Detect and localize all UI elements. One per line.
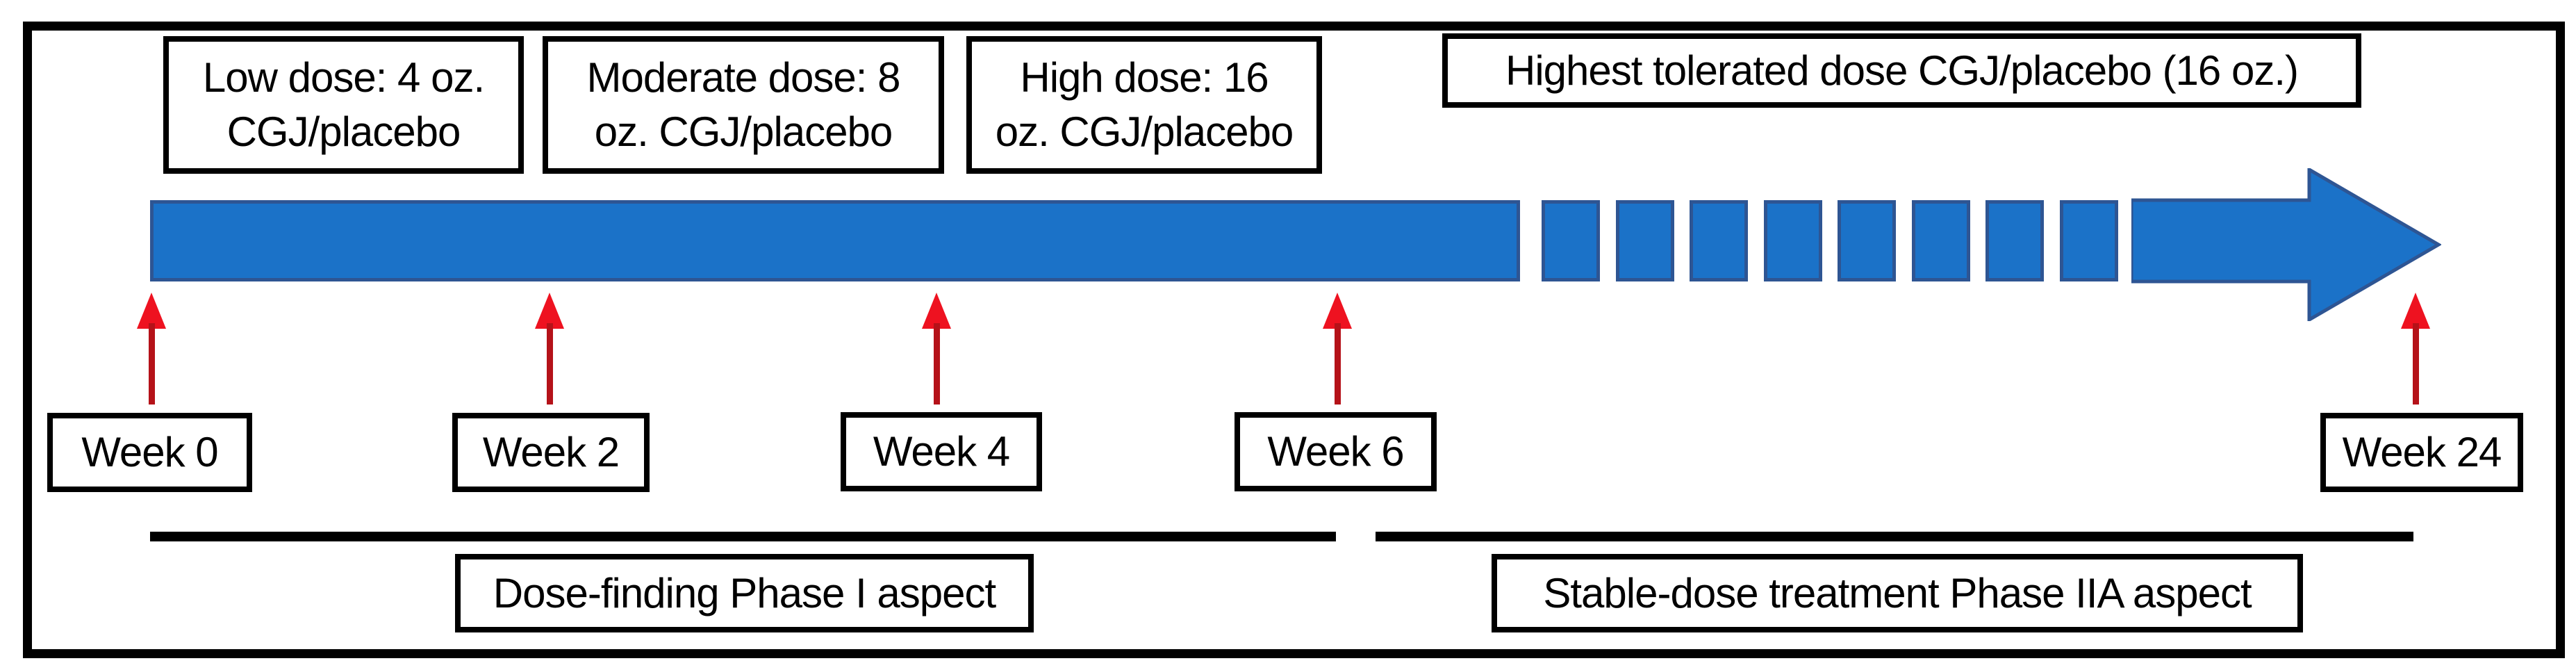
week-0-label-box: Week 0: [47, 413, 252, 492]
timeline-dash-segment: [1912, 200, 1970, 281]
week-2-label-box: Week 2: [452, 413, 650, 492]
timeline-dash-segment: [1542, 200, 1600, 281]
red-arrowhead: [922, 293, 951, 329]
red-arrow-stem: [933, 323, 940, 405]
dose-box-moderate: Moderate dose: 8 oz. CGJ/placebo: [543, 36, 944, 174]
timeline-dash-segment: [1616, 200, 1674, 281]
week-4-marker-arrow-icon: [920, 293, 953, 405]
timeline-dash-segment: [1985, 200, 2044, 281]
timeline-dash-segment: [1838, 200, 1896, 281]
phase-2a-label-box: Stable-dose treatment Phase IIA aspect: [1492, 554, 2303, 632]
timeline-dash-segment: [1764, 200, 1822, 281]
red-arrow-stem: [148, 323, 155, 405]
red-arrowhead: [535, 293, 564, 329]
diagram-outer-border: [23, 22, 2565, 658]
week-24-marker-arrow-icon: [2399, 293, 2432, 405]
timeline-arrowhead-icon: [2131, 168, 2441, 321]
dose-box-high: High dose: 16 oz. CGJ/placebo: [966, 36, 1322, 174]
week-0-marker-arrow-icon: [135, 293, 168, 405]
phase-1-span-bar: [150, 532, 1336, 541]
week-24-label-box: Week 24: [2320, 413, 2523, 492]
red-arrow-stem: [2412, 323, 2419, 405]
red-arrow-stem: [1334, 323, 1341, 405]
timeline-solid-bar: [150, 200, 1520, 281]
week-6-label-box: Week 6: [1235, 412, 1437, 491]
red-arrow-stem: [546, 323, 553, 405]
timeline-dash-segment: [1690, 200, 1748, 281]
timeline-dash-segment: [2060, 200, 2118, 281]
week-2-marker-arrow-icon: [533, 293, 566, 405]
dose-box-low: Low dose: 4 oz. CGJ/placebo: [163, 36, 524, 174]
week-6-marker-arrow-icon: [1321, 293, 1354, 405]
dose-box-highest-tolerated: Highest tolerated dose CGJ/placebo (16 o…: [1442, 33, 2361, 108]
red-arrowhead: [137, 293, 166, 329]
red-arrowhead: [1323, 293, 1352, 329]
phase-1-label-box: Dose-finding Phase I aspect: [455, 554, 1034, 632]
week-4-label-box: Week 4: [841, 412, 1042, 491]
red-arrowhead: [2401, 293, 2430, 329]
phase-2a-span-bar: [1376, 532, 2413, 541]
